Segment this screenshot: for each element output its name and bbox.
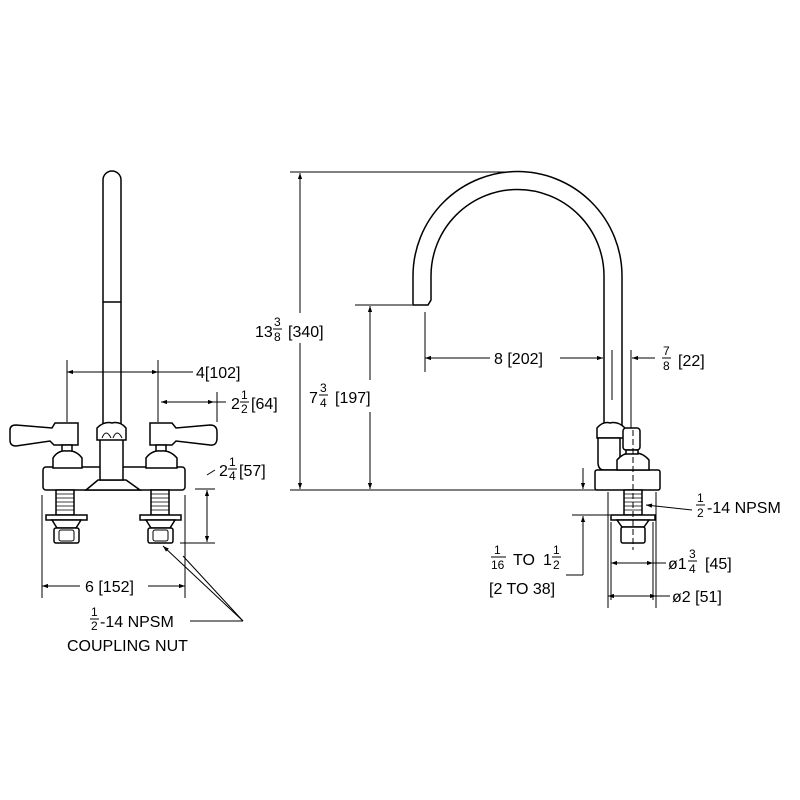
dim-spout-height: 7 3 4 [197] — [309, 304, 412, 489]
dim-shank-length: 2 1 4 [57] — [180, 455, 266, 544]
svg-text:-14 NPSM: -14 NPSM — [707, 500, 781, 517]
dim-base-width: 6 [152] — [41, 495, 186, 598]
svg-text:[64]: [64] — [251, 396, 278, 413]
svg-text:1: 1 — [91, 605, 98, 619]
svg-text:13: 13 — [255, 324, 273, 341]
left-coupling-nut — [53, 527, 80, 544]
svg-text:2: 2 — [697, 506, 704, 520]
dim-center-spacing: 4[102] — [66, 360, 241, 422]
front-view-faucet — [9, 170, 218, 544]
deck-body-side — [594, 469, 661, 491]
right-coupling-nut — [147, 527, 174, 544]
dim-tube-diameter: 7 8 [22] — [611, 344, 705, 428]
svg-text:ø1: ø1 — [668, 556, 687, 573]
svg-text:2: 2 — [241, 402, 248, 416]
svg-text:[22]: [22] — [678, 353, 705, 370]
side-view-faucet — [412, 170, 661, 550]
svg-text:1: 1 — [553, 543, 560, 557]
svg-text:8: 8 — [663, 359, 670, 373]
svg-text:4: 4 — [689, 562, 696, 576]
spout-flare — [83, 479, 143, 491]
dim-hole-max: ø2 [51] — [607, 492, 722, 608]
svg-text:2: 2 — [231, 396, 240, 413]
svg-text:[45]: [45] — [705, 556, 732, 573]
svg-text:1: 1 — [229, 455, 236, 469]
svg-text:-14 NPSM: -14 NPSM — [100, 614, 174, 631]
svg-text:[57]: [57] — [239, 463, 266, 480]
svg-text:4: 4 — [320, 396, 327, 410]
svg-text:COUPLING NUT: COUPLING NUT — [67, 638, 188, 655]
svg-text:[197]: [197] — [335, 390, 371, 407]
dim-spout-reach: 8 [202] — [424, 312, 603, 372]
left-handle-lever — [9, 422, 79, 447]
svg-text:1: 1 — [543, 552, 552, 569]
svg-text:3: 3 — [689, 547, 696, 561]
spout-nut-side — [596, 421, 626, 439]
svg-text:8: 8 — [274, 330, 281, 344]
svg-text:TO: TO — [513, 552, 535, 569]
svg-text:1: 1 — [241, 388, 248, 402]
svg-text:2: 2 — [553, 558, 560, 572]
svg-text:1: 1 — [697, 491, 704, 505]
svg-text:ø2 [51]: ø2 [51] — [672, 589, 722, 606]
dim-handle-reach: 2 1 2 [64] — [161, 388, 278, 422]
svg-text:[340]: [340] — [288, 324, 324, 341]
svg-text:6 [152]: 6 [152] — [85, 579, 134, 596]
svg-text:7: 7 — [663, 344, 670, 358]
svg-text:2: 2 — [219, 463, 228, 480]
svg-text:7: 7 — [309, 390, 318, 407]
left-shank — [45, 489, 88, 544]
right-shank — [139, 489, 182, 544]
svg-text:4[102]: 4[102] — [196, 365, 241, 382]
svg-text:[2 TO 38]: [2 TO 38] — [489, 581, 555, 598]
coupling-nut-callout: 1 2 -14 NPSM COUPLING NUT — [67, 545, 244, 655]
dim-deck-thickness: 1 16 TO 1 1 2 [2 TO 38] — [489, 468, 610, 598]
gooseneck-spout — [412, 170, 623, 426]
svg-text:4: 4 — [229, 469, 236, 483]
svg-text:1: 1 — [494, 543, 501, 557]
right-handle-lever — [149, 422, 218, 446]
dim-overall-height: 13 3 8 [340] — [255, 171, 512, 489]
svg-text:8 [202]: 8 [202] — [494, 351, 543, 368]
svg-text:3: 3 — [274, 315, 281, 329]
spout-base — [99, 437, 124, 481]
right-bonnet — [145, 450, 178, 469]
thread-callout-side: 1 2 -14 NPSM — [645, 491, 781, 520]
spout-nut — [96, 421, 127, 441]
svg-text:2: 2 — [91, 619, 98, 633]
left-bonnet — [52, 450, 83, 469]
dim-hole-min: ø1 3 4 [45] — [610, 522, 732, 600]
svg-text:16: 16 — [491, 558, 505, 572]
svg-text:3: 3 — [320, 381, 327, 395]
spout-tube — [102, 170, 122, 426]
handle-end-side — [622, 427, 641, 451]
